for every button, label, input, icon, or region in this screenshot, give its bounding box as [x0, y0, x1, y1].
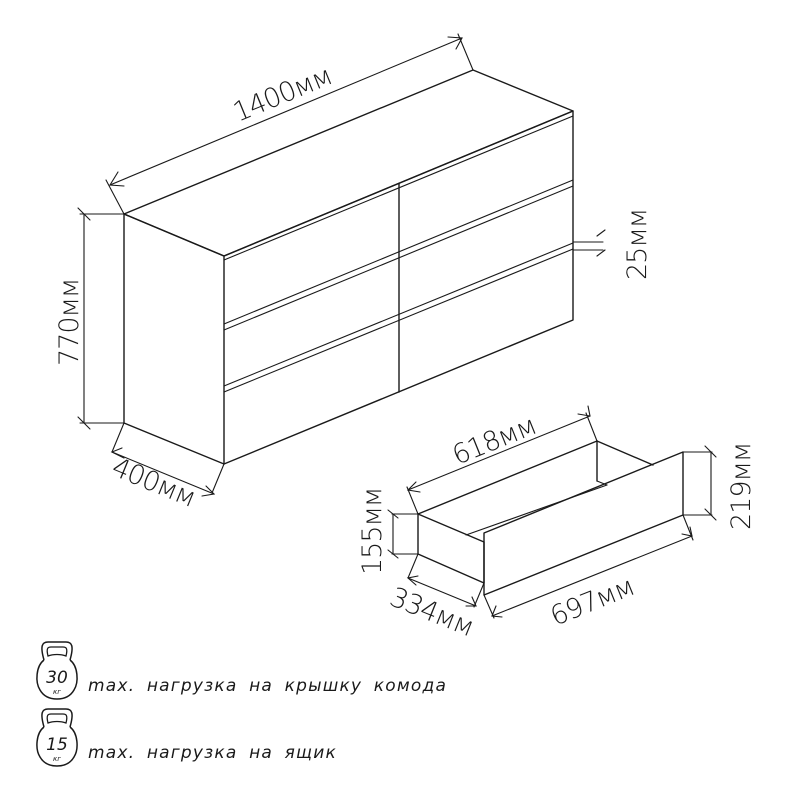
- svg-text:30: 30: [46, 668, 68, 688]
- legend-text: max. нагрузка на крышку комода: [88, 676, 448, 696]
- front-length-label: 697мм: [546, 571, 639, 632]
- dimension-drawer-depth: 334мм: [385, 553, 485, 643]
- dresser-side: [123, 213, 225, 465]
- dimension-depth: 400мм: [107, 422, 225, 514]
- svg-text:кг: кг: [53, 688, 61, 696]
- dimension-height: 770мм: [54, 207, 125, 430]
- dimension-width: 1400мм: [105, 33, 474, 215]
- svg-text:кг: кг: [53, 755, 61, 763]
- front-height-label: 219мм: [726, 443, 757, 530]
- drawer-front: [483, 451, 684, 596]
- gap-label: 25мм: [622, 209, 653, 280]
- kettlebell-icon: 15 кг: [34, 705, 80, 767]
- dimension-drawer-inner: 618мм: [406, 405, 598, 515]
- svg-text:15: 15: [46, 735, 68, 755]
- width-label: 1400мм: [229, 60, 336, 128]
- kettlebell-icon: 30 кг: [34, 638, 80, 700]
- depth-label: 400мм: [107, 452, 200, 514]
- drawer-depth-label: 334мм: [385, 582, 478, 643]
- inner-length-label: 618мм: [448, 410, 541, 471]
- dresser: [123, 69, 574, 465]
- dimension-drawer-front-height: 219мм: [682, 443, 757, 530]
- dresser-top: [123, 69, 574, 257]
- box-height-label: 155мм: [357, 488, 388, 575]
- legend-row-drawer-load: 15 кг max. нагрузка на ящик: [34, 705, 337, 767]
- legend-row-top-load: 30 кг max. нагрузка на крышку комода: [34, 638, 447, 700]
- legend-text: max. нагрузка на ящик: [88, 743, 337, 763]
- dimension-drawer-box-height: 155мм: [357, 488, 419, 575]
- dimension-drawer-front: 697мм: [483, 514, 694, 632]
- dimension-gap: 25мм: [572, 209, 653, 280]
- height-label: 770мм: [54, 279, 85, 366]
